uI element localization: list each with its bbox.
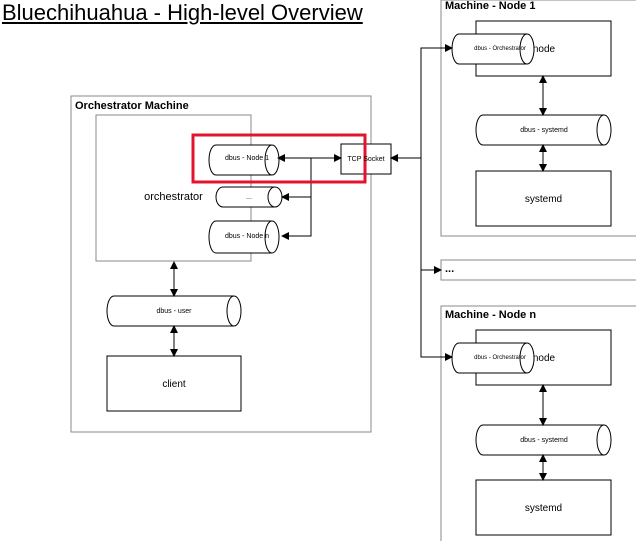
arrow-bus-noden xyxy=(281,197,312,240)
tcp-socket-label: TCP Socket xyxy=(347,155,385,163)
dbus-node1-label: dbus - Node 1 xyxy=(225,154,269,162)
arrow-to-noden xyxy=(420,270,453,361)
node1-dbus-orch-cylinder-rim xyxy=(519,33,528,65)
dbus-user-label: dbus - user xyxy=(156,307,192,315)
node1-node-label: node xyxy=(532,43,556,55)
noden-systemd-label: systemd xyxy=(524,502,563,514)
client-box xyxy=(106,355,242,412)
connectors xyxy=(170,44,547,481)
node1-dbus-systemd-cylinder-rim xyxy=(596,114,605,146)
noden-systemd-box xyxy=(475,479,612,536)
noden-dbus-orch-cylinder-rim xyxy=(519,342,528,374)
arrow-to-ellipsis xyxy=(420,158,442,274)
highlight-box xyxy=(191,133,367,184)
machine-ellipsis-box xyxy=(440,259,636,281)
dbus-ellipsis-cylinder-rim xyxy=(267,186,276,208)
noden-dbus-orchestrator-label: dbus - Orchestrator xyxy=(474,355,526,361)
client-label: client xyxy=(162,378,186,390)
dbus-user-cylinder-rim xyxy=(226,295,235,327)
node1-systemd-label: systemd xyxy=(524,193,563,205)
noden-dbus-systemd-label: dbus - systemd xyxy=(520,436,568,444)
orchestrator-label: orchestrator xyxy=(144,191,203,203)
machine-node1-label: Machine - Node 1 xyxy=(445,0,536,12)
dbus-noden-label: dbus - Node n xyxy=(225,232,269,240)
node1-dbus-orchestrator-label: dbus - Orchestrator xyxy=(474,46,526,52)
node1-systemd-box xyxy=(475,170,612,227)
page-title: Bluechihuahua - High-level Overview xyxy=(2,0,363,25)
dbus-node1-cylinder-rim xyxy=(264,144,273,176)
machine-noden-label: Machine - Node n xyxy=(445,309,537,321)
noden-dbus-systemd-cylinder-rim xyxy=(596,424,605,456)
dbus-noden-cylinder-rim xyxy=(264,220,273,254)
noden-node-label: node xyxy=(532,352,556,364)
orchestrator-machine-label: Orchestrator Machine xyxy=(75,100,189,112)
node1-dbus-systemd-label: dbus - systemd xyxy=(520,126,568,134)
arrow-to-node1 xyxy=(420,44,453,158)
dbus-ellipsis-label: ... xyxy=(246,193,252,201)
machine-ellipsis-label: ... xyxy=(445,263,455,275)
dbus-cylinders xyxy=(106,33,612,456)
